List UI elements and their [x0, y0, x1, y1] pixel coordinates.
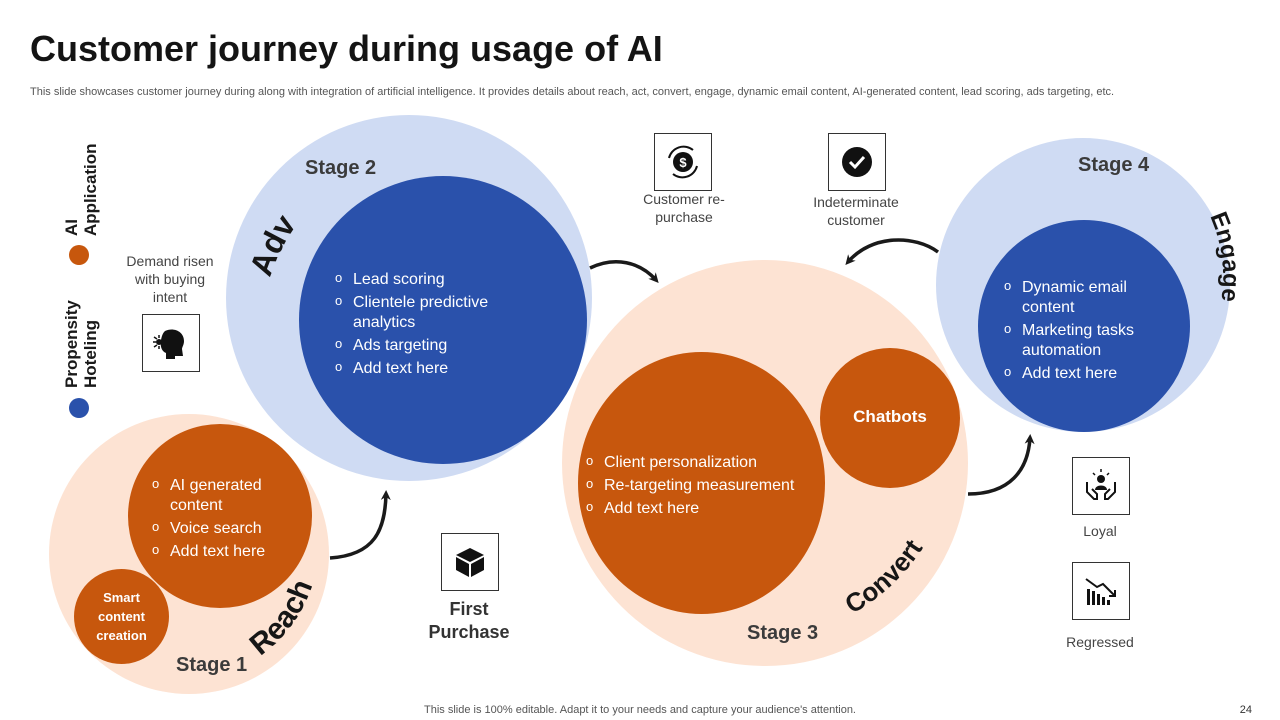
stage4-bullet: Marketing tasks automation — [1002, 321, 1162, 361]
page-subtitle: This slide showcases customer journey du… — [30, 86, 1115, 98]
arrow-stage4-to-stage3 — [845, 238, 940, 266]
stage3-bullet-list: Client personalization Re-targeting meas… — [584, 453, 814, 522]
stage3-bullet: Add text here — [584, 499, 814, 519]
stage3-inner-label: Chatbots — [853, 407, 927, 426]
indeterminate-caption: Indeterminate customer — [813, 194, 899, 228]
box-icon — [441, 533, 499, 591]
stage1-main-circle — [128, 424, 312, 608]
stage1-label: Stage 1 — [176, 654, 248, 676]
footer-note: This slide is 100% editable. Adapt it to… — [424, 704, 856, 716]
stage4-label: Stage 4 — [1078, 154, 1150, 176]
stage4-bullet-list: Dynamic email content Marketing tasks au… — [1002, 278, 1162, 387]
first-purchase-caption: First Purchase — [428, 599, 510, 642]
page-number: 24 — [1239, 704, 1252, 716]
repurchase-caption: Customer re-purchase — [643, 191, 725, 225]
hands-people-icon — [1072, 457, 1130, 515]
arrow-stage3-to-stage4 — [967, 434, 1035, 496]
stage2-bullet: Ads targeting — [333, 336, 533, 356]
arrow-stage2-to-stage3 — [589, 260, 659, 283]
stage3-bullet: Re-targeting measurement — [584, 476, 814, 496]
stage1-bullet: Voice search — [150, 519, 300, 539]
stage4-bullet: Dynamic email content — [1002, 278, 1162, 318]
legend-propensity-dot — [69, 398, 89, 418]
stage1-bullet: AI generated content — [150, 476, 300, 516]
demand-caption: Demand risen with buying intent — [126, 253, 214, 305]
stage1-small-circle — [74, 569, 169, 664]
stage2-bullet: Clientele predictive analytics — [333, 293, 533, 333]
dollar-cycle-icon: $ — [654, 133, 712, 191]
stage2-bullet-list: Lead scoring Clientele predictive analyt… — [333, 270, 533, 382]
regressed-caption: Regressed — [1066, 634, 1134, 650]
stage2-label: Stage 2 — [305, 157, 377, 179]
decline-chart-icon — [1072, 562, 1130, 620]
stage1-bullet-list: AI generated content Voice search Add te… — [150, 476, 300, 565]
arrow-stage1-to-stage2 — [329, 490, 391, 560]
loyal-caption: Loyal — [1083, 523, 1117, 539]
stage1-inner-label: Smart content creation — [96, 590, 147, 643]
stage3-bullet: Client personalization — [584, 453, 814, 473]
head-idea-icon — [142, 314, 200, 372]
page-title: Customer journey during usage of AI — [30, 28, 663, 69]
stage1-bullet: Add text here — [150, 542, 300, 562]
stage3-label: Stage 3 — [747, 622, 819, 644]
svg-text:$: $ — [679, 155, 687, 170]
check-circle-icon — [828, 133, 886, 191]
stage2-bullet: Lead scoring — [333, 270, 533, 290]
stage3-chatbots-circle — [820, 348, 960, 488]
stage2-bullet: Add text here — [333, 359, 533, 379]
legend-ai-application-dot — [69, 245, 89, 265]
stage4-bullet: Add text here — [1002, 364, 1162, 384]
